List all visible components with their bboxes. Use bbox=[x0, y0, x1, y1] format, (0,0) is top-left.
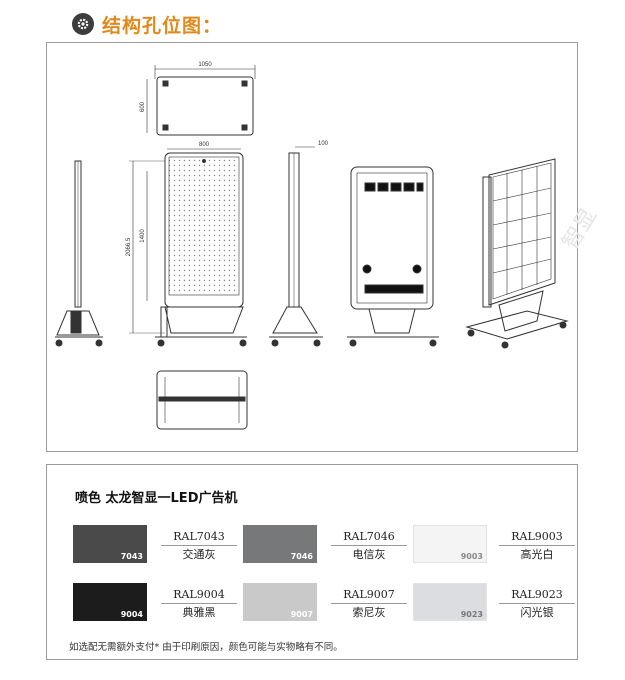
front-view bbox=[129, 148, 247, 347]
ral-code: RAL7046 bbox=[331, 529, 407, 546]
dim-total-height: 2066.5 bbox=[126, 237, 132, 256]
section-title: 结构孔位图： bbox=[102, 14, 223, 37]
color-label: RAL9004 典雅黑 bbox=[161, 587, 237, 620]
technical-drawing: 1050 600 800 2066.5 1400 100 bbox=[55, 62, 569, 430]
color-title: 喷色 太龙智显一LED广告机 bbox=[75, 491, 238, 506]
color-swatch[interactable]: 7046 bbox=[243, 525, 317, 563]
right-side-view bbox=[269, 146, 323, 347]
color-name: 典雅黑 bbox=[182, 606, 216, 619]
color-name: 索尼灰 bbox=[352, 606, 386, 619]
ral-code: RAL7043 bbox=[161, 529, 237, 546]
dim-panel-width: 800 bbox=[199, 142, 210, 148]
swatch-code: 7043 bbox=[120, 552, 143, 561]
isometric-view bbox=[465, 158, 569, 349]
color-label: RAL9023 闪光银 bbox=[499, 587, 575, 620]
section-header: 结构孔位图： bbox=[72, 10, 222, 38]
ral-code: RAL9007 bbox=[331, 587, 407, 604]
color-swatch[interactable]: 9004 bbox=[73, 583, 147, 621]
left-side-view bbox=[55, 160, 103, 347]
ral-code: RAL9003 bbox=[499, 529, 575, 546]
bottom-view bbox=[156, 370, 248, 430]
color-swatch[interactable]: 9003 bbox=[413, 525, 487, 563]
color-name: 闪光银 bbox=[520, 606, 554, 619]
swatch-code: 9023 bbox=[460, 610, 483, 619]
dim-side-depth: 100 bbox=[318, 141, 329, 147]
color-label: RAL7046 电信灰 bbox=[331, 529, 407, 562]
dim-screen-height: 1400 bbox=[140, 229, 146, 243]
color-swatch[interactable]: 7043 bbox=[73, 525, 147, 563]
color-swatch[interactable]: 9023 bbox=[413, 583, 487, 621]
color-label: RAL7043 交通灰 bbox=[161, 529, 237, 562]
color-note: 如选配无需额外支付* 由于印刷原因，颜色可能与实物略有不同。 bbox=[69, 642, 343, 653]
ral-code: RAL9023 bbox=[499, 587, 575, 604]
color-name: 电信灰 bbox=[352, 548, 386, 561]
back-view bbox=[347, 166, 439, 347]
dim-top-depth: 600 bbox=[140, 101, 146, 112]
dim-top-width: 1050 bbox=[198, 62, 212, 68]
swatch-code: 9007 bbox=[290, 610, 313, 619]
color-label: RAL9007 索尼灰 bbox=[331, 587, 407, 620]
top-view bbox=[146, 65, 256, 136]
gear-icon bbox=[72, 13, 94, 35]
swatch-code: 7046 bbox=[290, 552, 313, 561]
color-swatch[interactable]: 9007 bbox=[243, 583, 317, 621]
color-name: 交通灰 bbox=[182, 548, 216, 561]
swatch-code: 9004 bbox=[120, 610, 143, 619]
ral-code: RAL9004 bbox=[161, 587, 237, 604]
swatch-code: 9003 bbox=[460, 552, 483, 561]
structure-drawing: 1050 600 800 2066.5 1400 100 bbox=[46, 42, 578, 452]
color-name: 高光白 bbox=[520, 548, 554, 561]
color-label: RAL9003 高光白 bbox=[499, 529, 575, 562]
color-options: 喷色 太龙智显一LED广告机 7043 RAL7043 交通灰 7046 RAL7… bbox=[46, 464, 578, 660]
